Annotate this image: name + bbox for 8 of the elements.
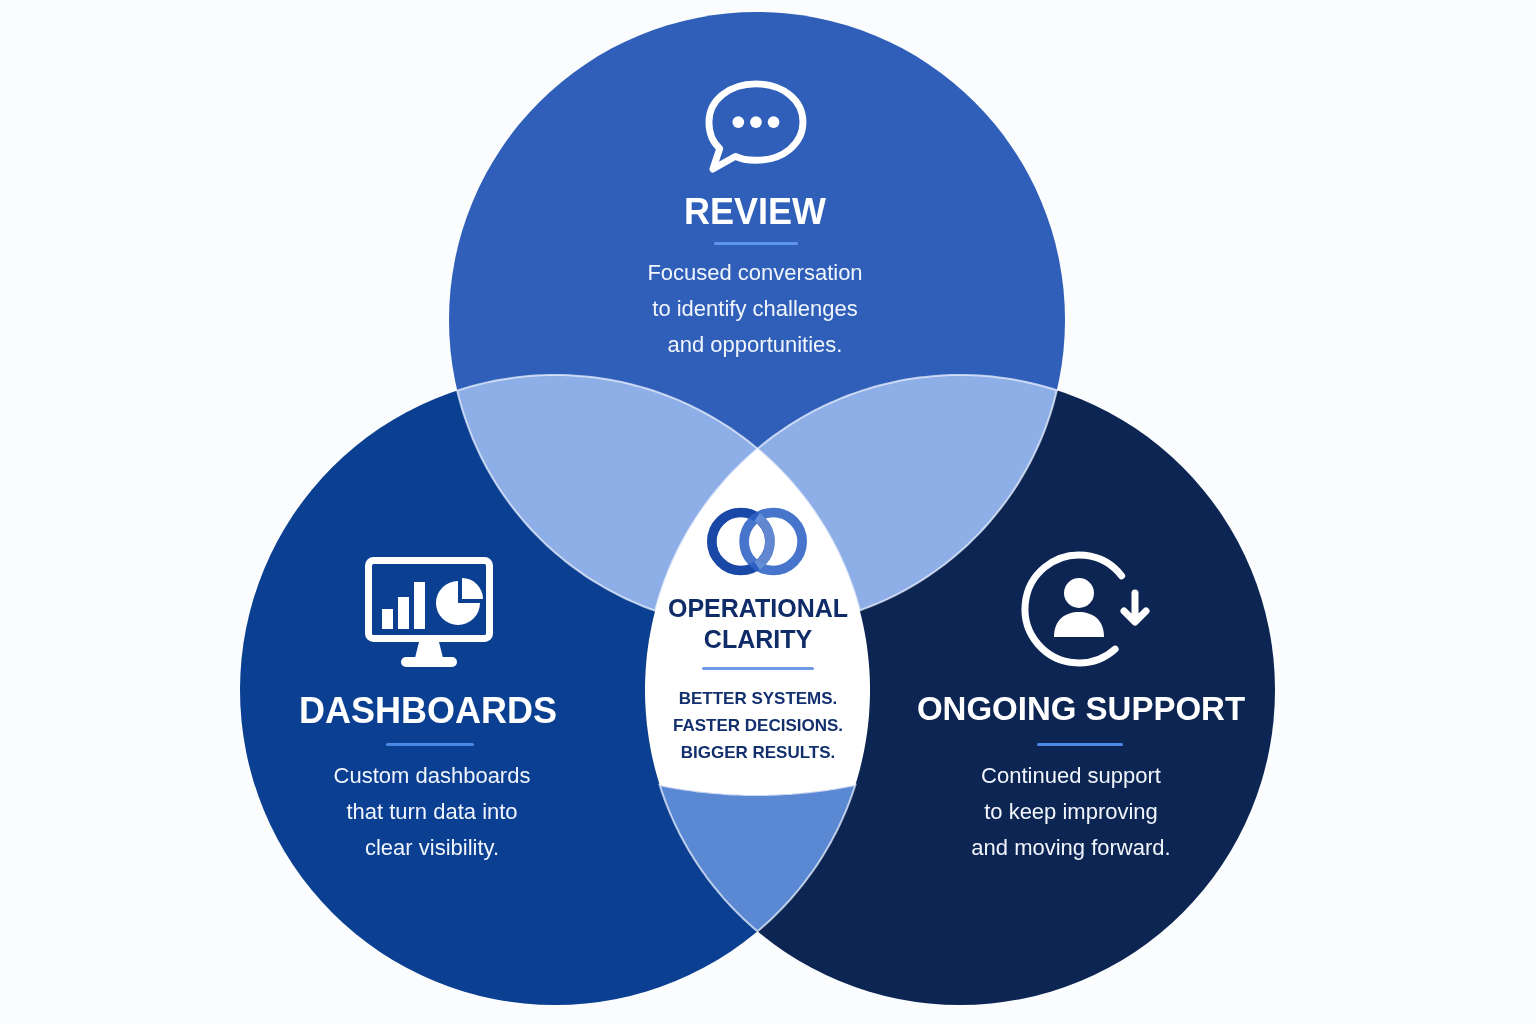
- section-title: REVIEW: [684, 190, 826, 234]
- section-title: ONGOING SUPPORT: [916, 689, 1246, 729]
- description-text: Focused conversation to identify challenges and opportunities.: [646, 259, 864, 359]
- tagline-text: BETTER SYSTEMS. FASTER DECISIONS. BIGGER RESULTS.: [672, 688, 844, 764]
- description-text: Custom dashboards that turn data into clear visibility.: [332, 762, 532, 862]
- section-title: DASHBOARDS: [299, 689, 557, 733]
- description-text: Continued support to keep improving and moving forward.: [970, 762, 1172, 862]
- center-title: OPERATIONAL CLARITY: [666, 593, 850, 655]
